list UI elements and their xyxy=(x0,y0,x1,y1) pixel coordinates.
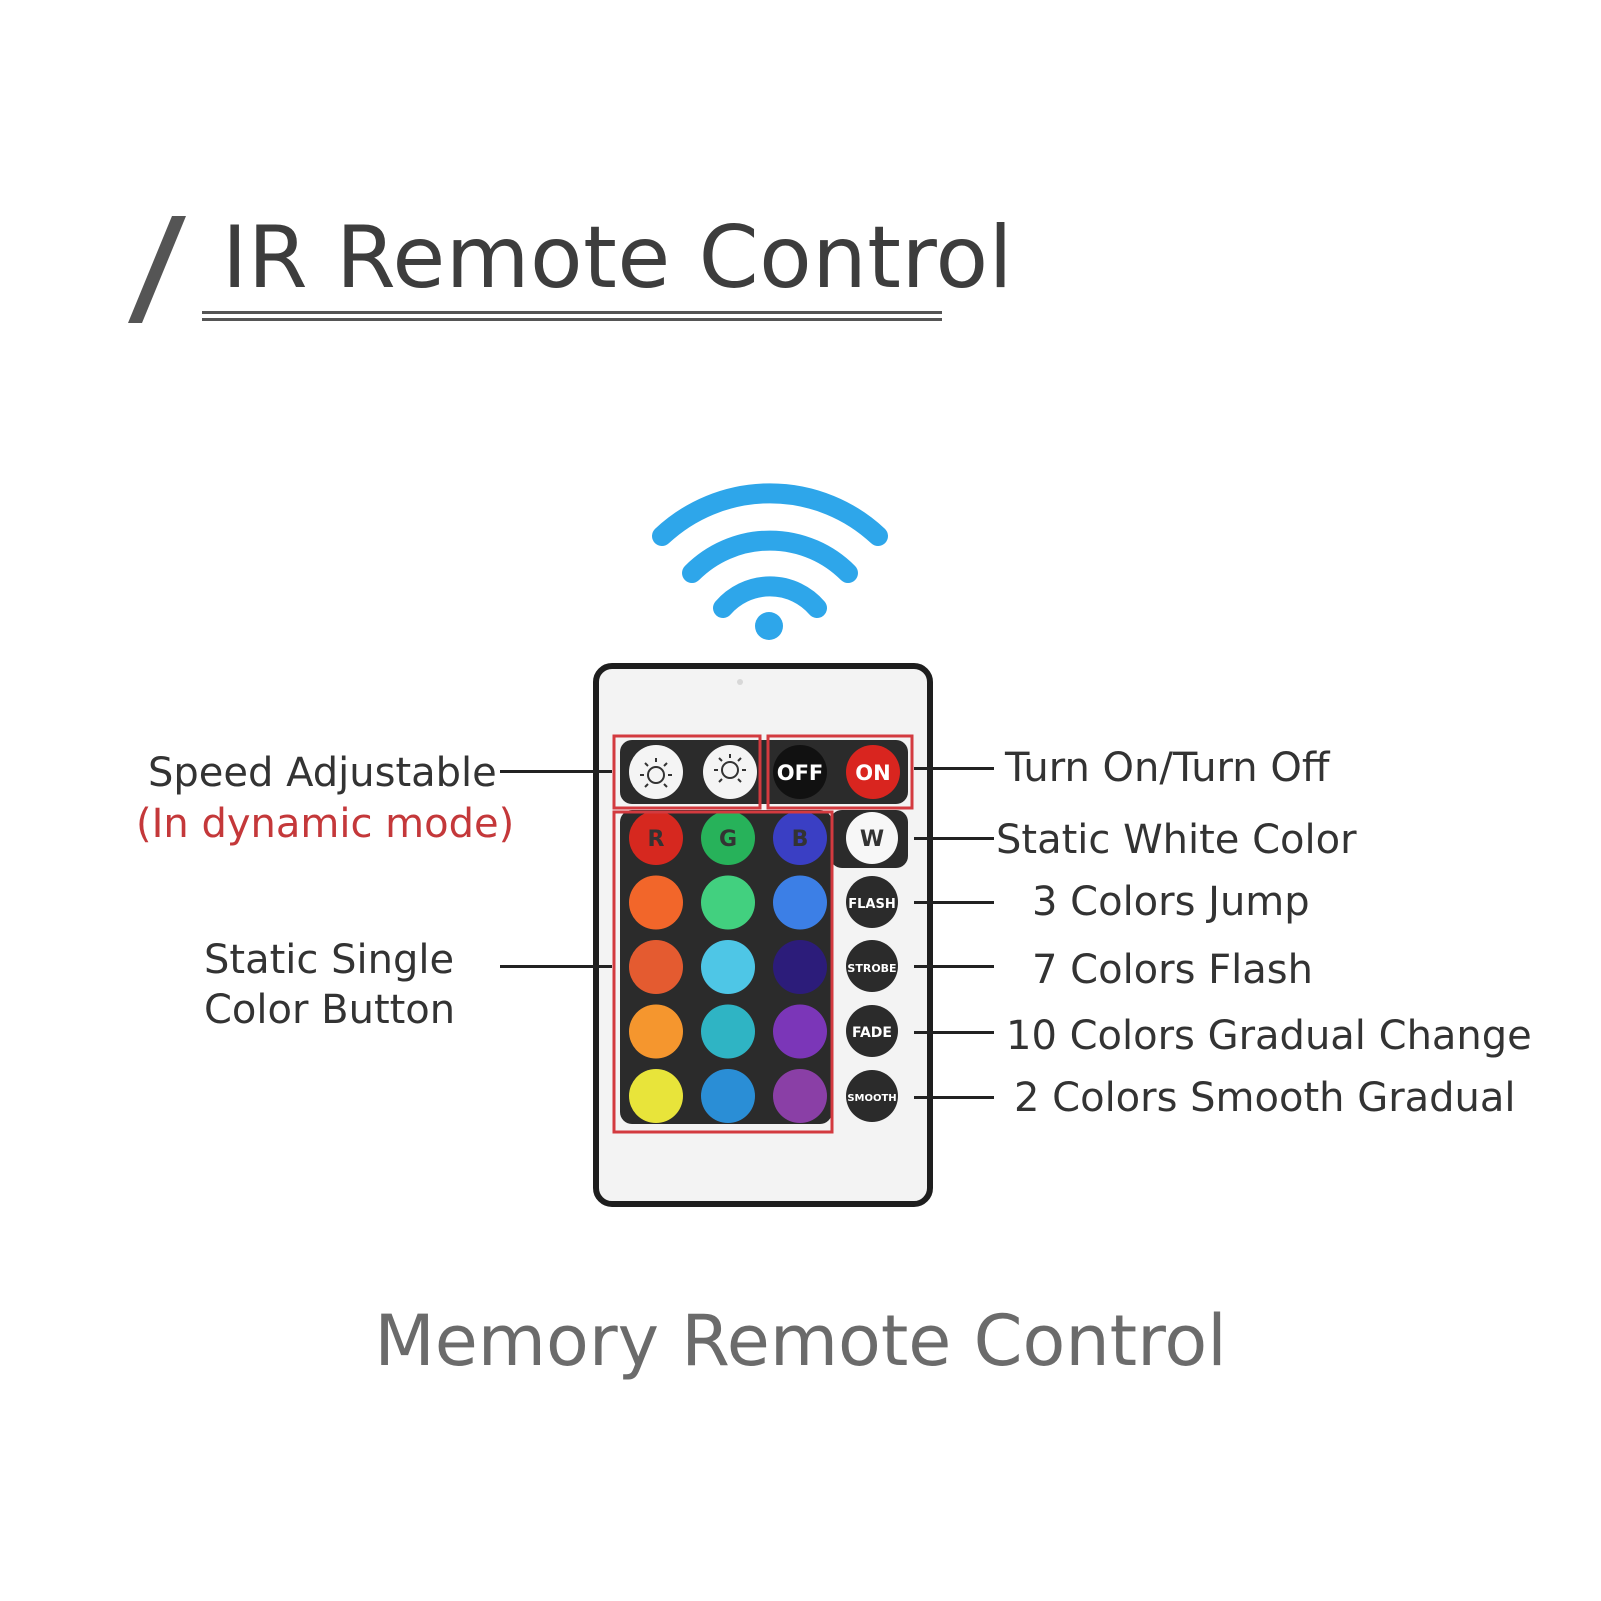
flash-button[interactable]: FLASH xyxy=(846,876,898,928)
remote-control: OFF ON R G B W FLASH STROBE FADE SMOOTH xyxy=(593,663,933,1207)
color-button-r2-c1[interactable] xyxy=(629,875,683,930)
color-button-r4-c3[interactable] xyxy=(773,1004,827,1059)
color-button-r3-c3[interactable] xyxy=(773,940,827,994)
static-single-label-line2: Color Button xyxy=(204,987,456,1033)
title-slash-decoration xyxy=(128,216,186,323)
color-button-r2-c2[interactable] xyxy=(701,875,755,930)
off-label: OFF xyxy=(777,761,824,785)
color-button-r5-c1[interactable] xyxy=(629,1069,683,1123)
turn-on-off-label: Turn On/Turn Off xyxy=(1005,745,1330,791)
brightness-down-button[interactable] xyxy=(703,745,757,799)
power-highlight-box xyxy=(766,734,914,810)
turn-on-off-leader-line xyxy=(914,767,994,770)
speed-adjustable-label: Speed Adjustable xyxy=(148,750,497,796)
ir-emitter xyxy=(737,679,743,685)
color-grid-highlight-box xyxy=(612,810,834,1134)
top-button-panel xyxy=(620,740,908,804)
three-colors-jump-label: 3 Colors Jump xyxy=(1032,879,1310,925)
color-button-grid xyxy=(629,811,827,1123)
wifi-signal-icon xyxy=(652,483,888,640)
off-button[interactable]: OFF xyxy=(773,745,827,799)
on-label: ON xyxy=(855,761,890,785)
strobe-button[interactable]: STROBE xyxy=(846,940,898,992)
color-button-r5-c3[interactable] xyxy=(773,1069,827,1123)
g-label: G xyxy=(719,827,737,852)
sun-up-icon xyxy=(640,758,672,788)
b-label: B xyxy=(792,827,809,852)
flash-leader-line xyxy=(914,965,994,968)
smooth-button[interactable]: SMOOTH xyxy=(846,1070,898,1122)
ten-colors-gradual-label: 10 Colors Gradual Change xyxy=(1006,1013,1532,1059)
gradual-leader-line xyxy=(914,1031,994,1034)
color-button-r5-c2[interactable] xyxy=(701,1069,755,1123)
title-underline-bottom xyxy=(202,318,942,321)
brightness-up-button[interactable] xyxy=(629,745,683,799)
color-button-r1-c2[interactable] xyxy=(701,811,755,865)
two-colors-smooth-label: 2 Colors Smooth Gradual xyxy=(1014,1075,1516,1121)
smooth-leader-line xyxy=(914,1096,994,1099)
r-label: R xyxy=(648,827,665,852)
smooth-label: SMOOTH xyxy=(847,1093,896,1104)
on-button[interactable]: ON xyxy=(846,745,900,799)
white-button[interactable]: W xyxy=(846,812,898,864)
color-button-r1-c1[interactable] xyxy=(629,811,683,865)
fade-button[interactable]: FADE xyxy=(846,1005,898,1057)
jump-leader-line xyxy=(914,901,994,904)
fade-label: FADE xyxy=(852,1025,892,1041)
w-label: W xyxy=(860,827,884,852)
flash-label: FLASH xyxy=(848,897,895,912)
sun-down-icon xyxy=(714,754,746,783)
static-single-leader-line xyxy=(500,965,612,968)
color-button-r4-c1[interactable] xyxy=(629,1004,683,1059)
seven-colors-flash-label: 7 Colors Flash xyxy=(1032,947,1313,993)
speed-highlight-box xyxy=(612,734,762,810)
static-white-label: Static White Color xyxy=(996,817,1357,863)
static-white-leader-line xyxy=(914,837,994,840)
color-button-r1-c3[interactable] xyxy=(773,811,827,865)
speed-leader-line xyxy=(500,770,612,773)
memory-remote-caption: Memory Remote Control xyxy=(374,1300,1227,1382)
color-button-r3-c2[interactable] xyxy=(701,940,755,994)
color-button-r2-c3[interactable] xyxy=(773,875,827,930)
color-button-r3-c1[interactable] xyxy=(629,940,683,994)
static-single-label-line1: Static Single xyxy=(204,937,455,983)
page-title: IR Remote Control xyxy=(222,208,1013,308)
title-underline-top xyxy=(202,311,942,314)
strobe-label: STROBE xyxy=(847,962,896,975)
dynamic-mode-note: (In dynamic mode) xyxy=(136,801,515,847)
color-button-r4-c2[interactable] xyxy=(701,1004,755,1059)
